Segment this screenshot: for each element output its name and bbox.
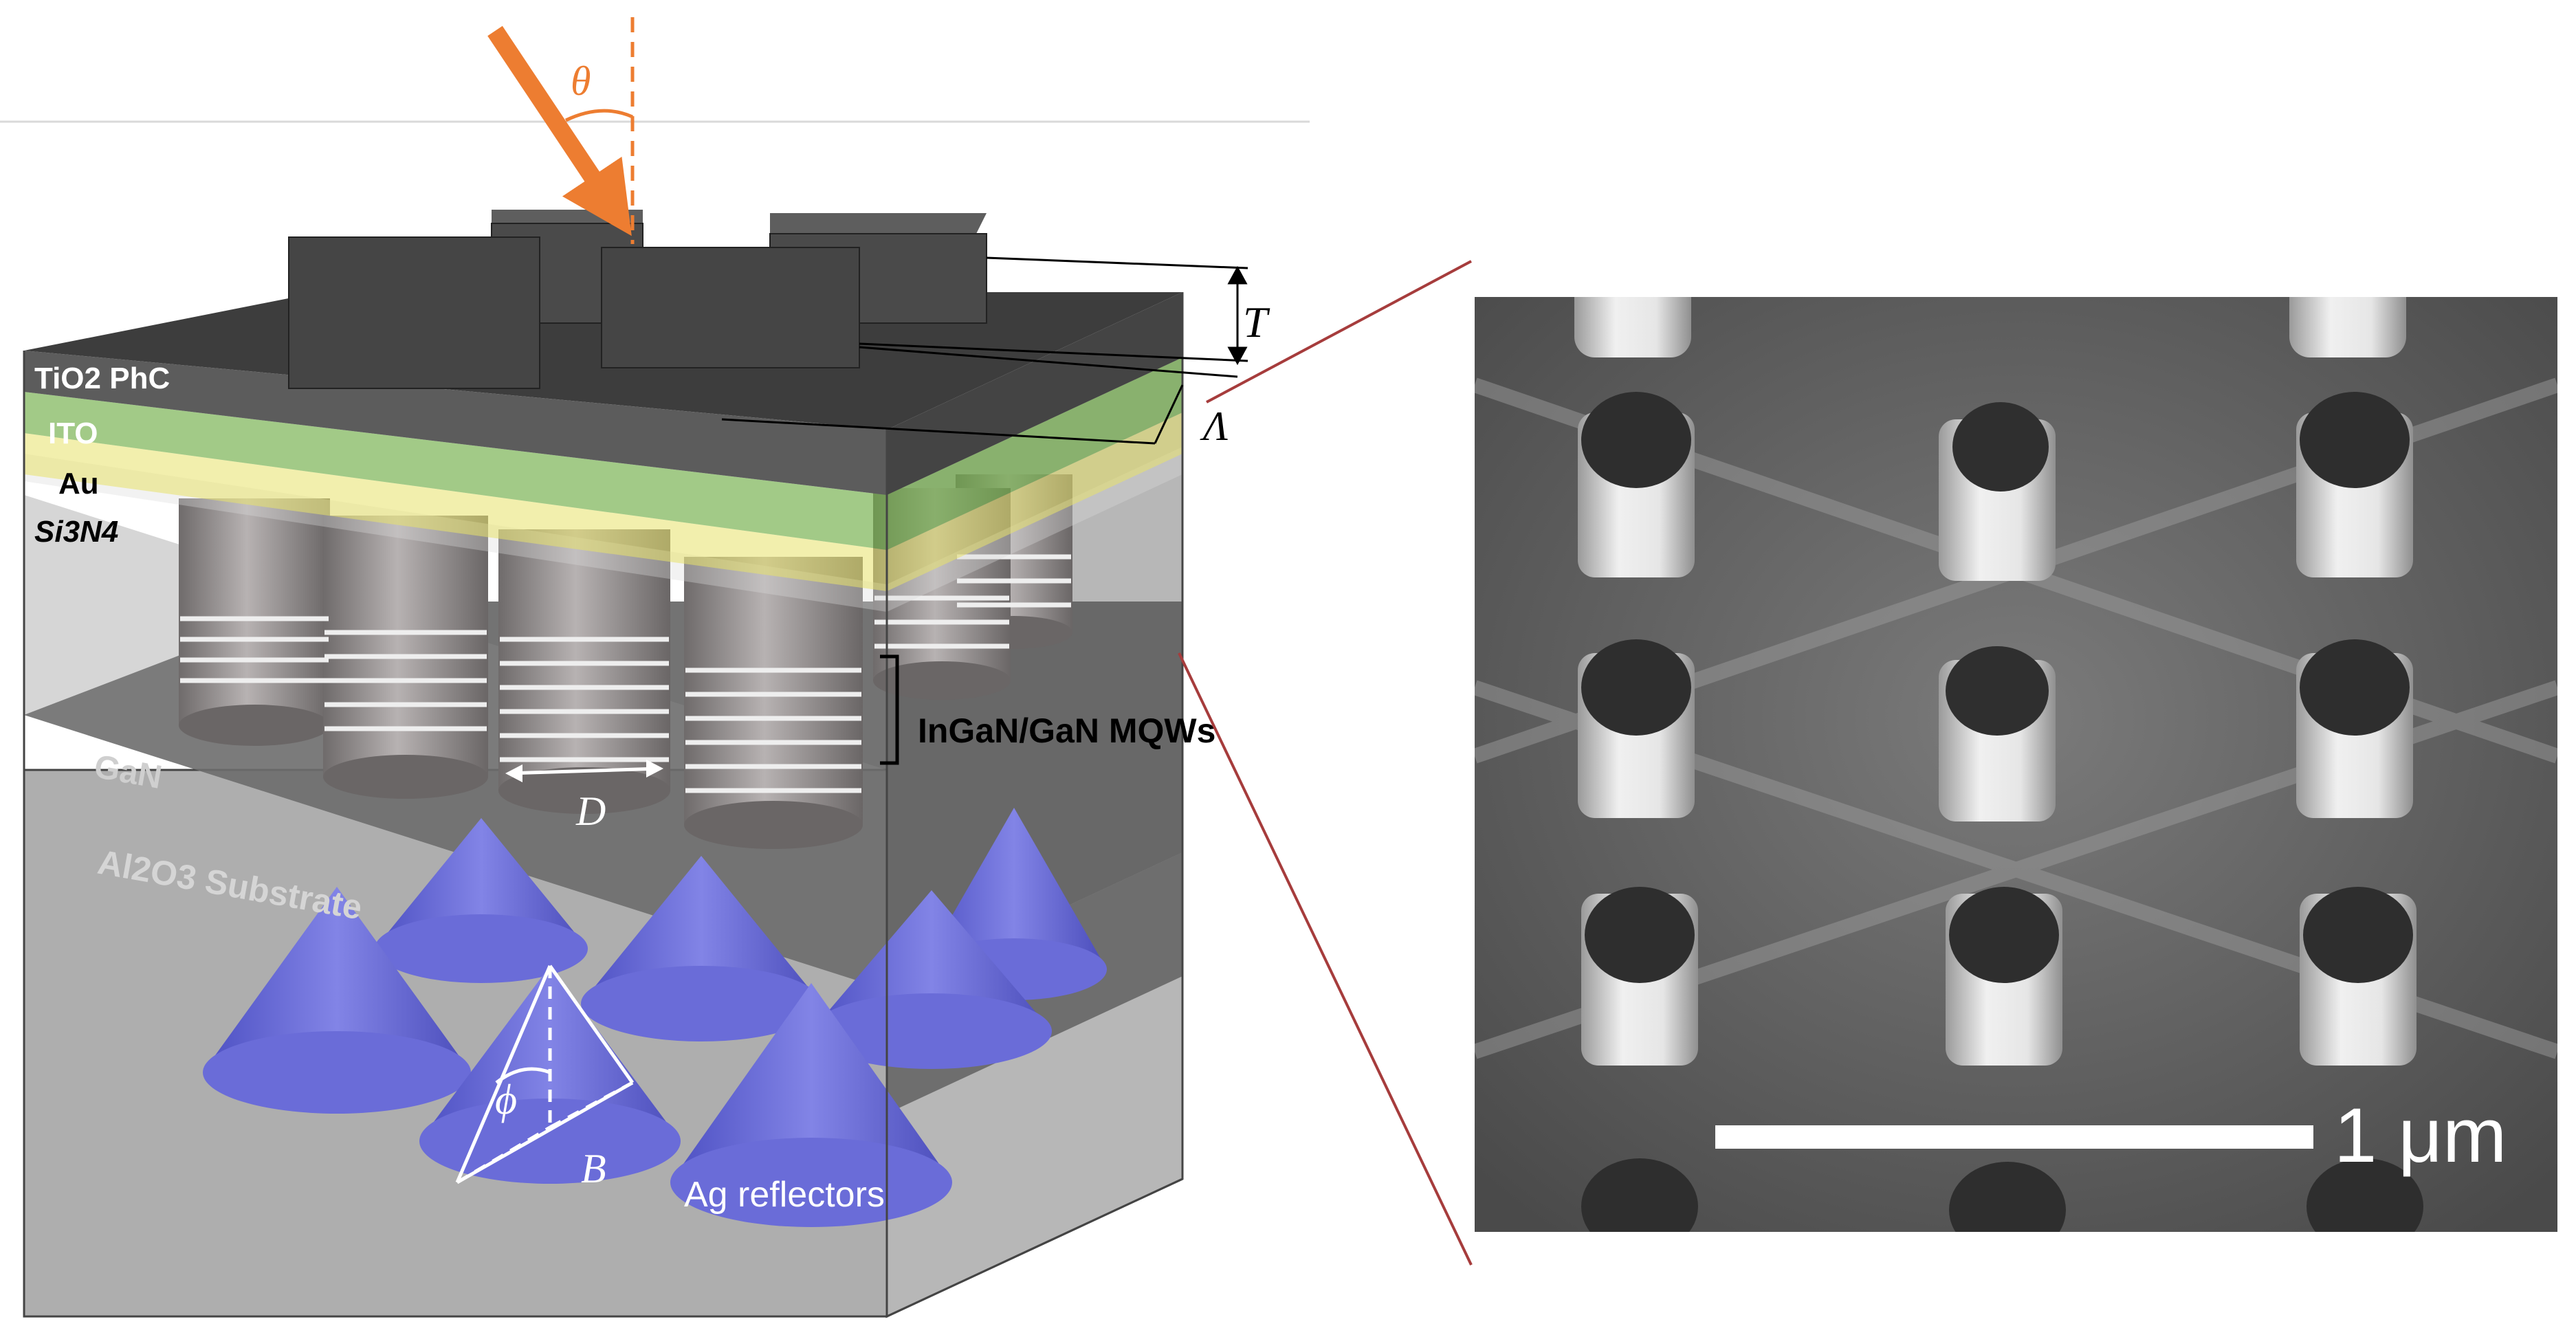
sem-pillar [1578,392,1695,577]
nanorod [179,498,330,746]
sem-pillar [1949,1162,2066,1232]
phi-label: ϕ [495,1077,517,1123]
b-label: B [581,1146,606,1191]
tio2-front-face [24,351,887,495]
reflectors-label: Ag reflectors [684,1175,885,1215]
ag-cone [811,890,1052,1069]
sem-pillar [1581,887,1698,1066]
mqw-label: InGaN/GaN MQWs [918,711,1215,750]
lambda-dimension [721,346,1238,445]
sem-pillar [1939,646,2056,821]
phc-block [288,236,540,389]
d-label: D [575,788,606,834]
phc-blocks [288,210,987,389]
t-label: T [1243,298,1270,346]
sem-pillar [1939,402,2056,581]
tio2-side-face [887,292,1182,495]
scale-bar-label: 1 μm [2334,1092,2507,1178]
mqw-bracket [880,654,899,765]
sem-pillar [2307,1158,2423,1232]
ito-layer [24,357,1182,550]
cone-geometry-lines [455,964,635,1184]
theta-arc [564,109,634,122]
sem-image: 1 μm [1475,297,2557,1232]
sem-pillar [1946,887,2062,1066]
sem-pillar [2296,392,2413,577]
ag-cone [581,856,822,1041]
block-outline [23,292,1184,1318]
ag-cone [375,818,588,983]
mqw-stripes [180,554,1071,793]
layer-label-ito: ITO [48,417,98,450]
lambda-label: Λ [1200,404,1228,449]
t-dimension [859,256,1248,366]
layer-label-si3n4: Si3N4 [34,515,118,549]
sem-pillar [1581,1158,1698,1232]
nanorod [684,557,863,849]
scale-bar [1715,1125,2313,1149]
incident-light-arrow [487,25,632,236]
nanorod [323,516,488,799]
sem-pillar [1574,297,1691,357]
schematic: θ T Λ D InGaN/GaN MQWs TiO2 PhC ITO Au S… [23,17,1270,1319]
zoom-line-bottom [1178,652,1473,1266]
au-layer [24,412,1182,591]
layer-label-tio2: TiO2 PhC [34,362,170,395]
sem-pillar [2289,297,2406,357]
d-dimension [508,766,661,775]
phc-block [601,247,860,368]
ag-cone [203,887,471,1114]
theta-label: θ [571,58,591,104]
sem-pillar [2296,639,2413,818]
nanorod [498,529,670,814]
zoom-line-top [1206,260,1472,404]
sem-pillars [1574,297,2423,1232]
sem-pillar [1578,639,1695,818]
sem-pillar [2300,887,2417,1066]
layer-label-au: Au [58,467,99,500]
ag-cone [670,983,952,1227]
nanorods [179,474,1072,849]
